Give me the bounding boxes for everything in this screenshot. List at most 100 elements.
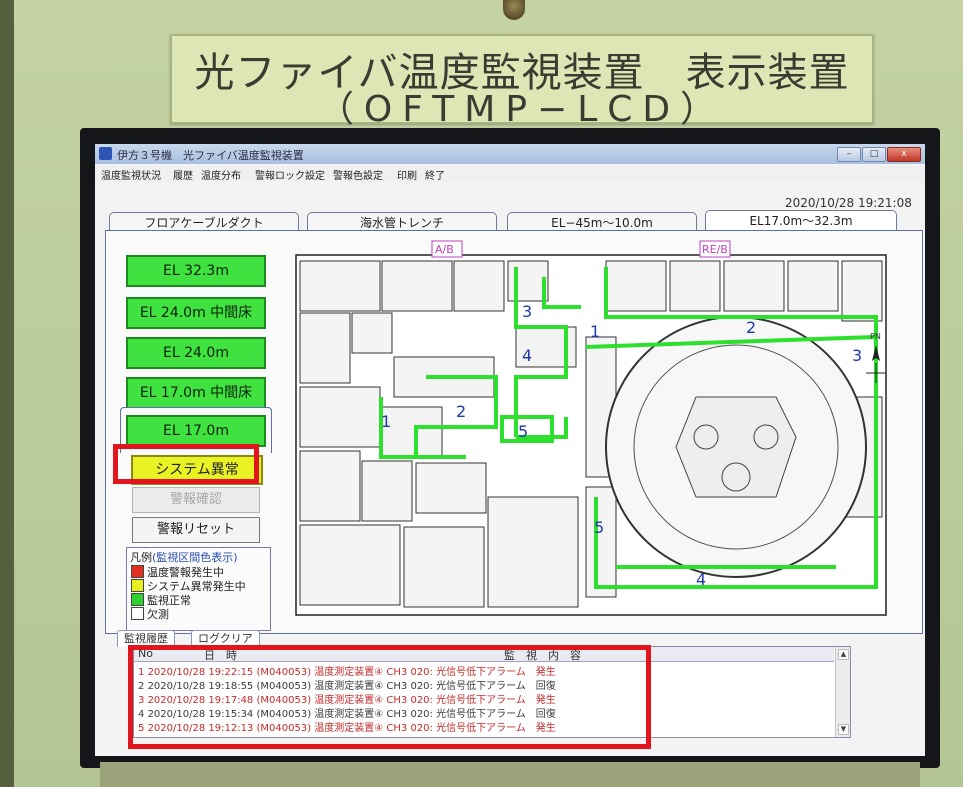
reb-label-box xyxy=(699,240,731,258)
tab-el-17-32[interactable]: EL17.0m〜32.3m xyxy=(705,210,897,233)
alarm-reset-button[interactable]: 警報リセット xyxy=(132,517,260,543)
log-row-content: (M040053) 温度測定装置④ CH3 020: 光信号低下アラーム 発生 xyxy=(256,695,556,706)
level-button-el-17[interactable]: EL 17.0m xyxy=(126,415,266,447)
scroll-down-icon[interactable]: ▼ xyxy=(838,724,849,735)
level-button-el-24[interactable]: EL 24.0m xyxy=(126,337,266,369)
monitor-history-log[interactable]: No 日 時 監 視 内 容 1 2020/10/28 19:22:15 (M0… xyxy=(133,646,851,738)
legend-swatch-green xyxy=(131,593,144,606)
menu-exit[interactable]: 終了 xyxy=(425,171,445,182)
log-row[interactable]: 1 2020/10/28 19:22:15 (M040053) 温度測定装置④ … xyxy=(138,663,556,678)
reb-section-1: 1 xyxy=(590,322,600,341)
log-row-datetime: 2020/10/28 19:22:15 xyxy=(147,667,254,678)
name-plate-line2: （OFTMP−LCD） xyxy=(317,89,727,130)
log-scrollbar[interactable]: ▲ ▼ xyxy=(835,647,850,737)
scroll-up-icon[interactable]: ▲ xyxy=(838,649,849,660)
log-row-content: (M040053) 温度測定装置④ CH3 020: 光信号低下アラーム 発生 xyxy=(256,723,556,734)
alarm-ack-button[interactable]: 警報確認 xyxy=(132,487,260,513)
menu-history[interactable]: 履歴 xyxy=(173,171,193,182)
log-row-no: 5 xyxy=(138,723,145,734)
wall-edge xyxy=(0,0,14,787)
tab-log-clear[interactable]: ログクリア xyxy=(191,630,260,647)
maximize-button[interactable]: □ xyxy=(862,147,886,162)
level-button-el-24-mezz[interactable]: EL 24.0m 中間床 xyxy=(126,297,266,329)
menu-alarm-color[interactable]: 警報色設定 xyxy=(333,171,383,182)
legend-swatch-yellow xyxy=(131,579,144,592)
minimize-button[interactable]: – xyxy=(837,147,861,162)
log-row-datetime: 2020/10/28 19:12:13 xyxy=(147,723,254,734)
compass-cross-icon xyxy=(866,363,886,383)
log-col-datetime: 日 時 xyxy=(204,649,237,662)
tab-seawater-trench[interactable]: 海水管トレンチ xyxy=(307,212,497,233)
ab-section-5: 5 xyxy=(518,422,528,441)
legend-swatch-red xyxy=(131,565,144,578)
steam-generator-b xyxy=(753,424,779,450)
log-col-content: 監 視 内 容 xyxy=(504,649,581,662)
log-row-no: 2 xyxy=(138,681,145,692)
log-row[interactable]: 5 2020/10/28 19:12:13 (M040053) 温度測定装置④ … xyxy=(138,719,556,734)
log-row[interactable]: 2 2020/10/28 19:18:55 (M040053) 温度測定装置④ … xyxy=(138,677,556,692)
reb-section-3: 3 xyxy=(852,346,862,365)
log-row-content: (M040053) 温度測定装置④ CH3 020: 光信号低下アラーム 回復 xyxy=(256,709,556,720)
log-row[interactable]: 4 2020/10/28 19:15:34 (M040053) 温度測定装置④ … xyxy=(138,705,556,720)
log-row-no: 4 xyxy=(138,709,145,720)
floor-map[interactable]: 1 2 3 4 5 1 2 3 4 5 A/B RE/B PN xyxy=(286,237,925,627)
monitor-stand xyxy=(100,762,920,787)
menu-alarm-lock[interactable]: 警報ロック設定 xyxy=(255,171,325,182)
current-datetime: 2020/10/28 19:21:08 xyxy=(785,196,912,210)
ceiling-fixture xyxy=(503,0,525,20)
legend-label-system-error: システム異常発生中 xyxy=(147,580,246,593)
floor-panel: EL 32.3m EL 24.0m 中間床 EL 24.0m EL 17.0m … xyxy=(105,230,923,634)
legend-item-temp-alarm: 温度警報発生中 xyxy=(131,564,224,579)
log-row-content: (M040053) 温度測定装置④ CH3 020: 光信号低下アラーム 発生 xyxy=(256,667,556,678)
legend-label-temp-alarm: 温度警報発生中 xyxy=(147,566,224,579)
window-title: 伊方３号機 光ファイバ温度監視装置 xyxy=(117,149,304,162)
system-error-highlight xyxy=(113,444,259,484)
legend-label-missing: 欠測 xyxy=(147,608,169,621)
ab-section-1: 1 xyxy=(381,412,391,431)
ab-label: A/B xyxy=(435,243,454,256)
ab-label-box xyxy=(431,240,463,258)
level-button-el-32-3[interactable]: EL 32.3m xyxy=(126,255,266,287)
legend-swatch-white xyxy=(131,607,144,620)
reb-label: RE/B xyxy=(702,243,728,256)
tab-floor-cable-duct[interactable]: フロアケーブルダクト xyxy=(109,212,299,233)
reactor-core-area xyxy=(675,396,797,498)
reb-section-5: 5 xyxy=(594,518,604,537)
legend-title: 凡例 xyxy=(130,551,152,564)
menu-temp-distribution[interactable]: 温度分布 xyxy=(201,171,241,182)
ab-section-3: 3 xyxy=(522,302,532,321)
log-header: No 日 時 監 視 内 容 xyxy=(134,647,834,662)
monitor-screen: 伊方３号機 光ファイバ温度監視装置 – □ x 温度監視状況 履歴 温度分布 警… xyxy=(95,144,925,756)
ab-rooms xyxy=(299,260,579,608)
menu-monitoring-status[interactable]: 温度監視状況 xyxy=(101,171,161,182)
level-button-el-17-mezz[interactable]: EL 17.0m 中間床 xyxy=(126,377,266,409)
log-row-no: 3 xyxy=(138,695,145,706)
section-numbers: 1 2 3 4 5 1 2 3 4 5 xyxy=(381,302,862,589)
compass-label: PN xyxy=(870,332,881,341)
tab-el-minus45[interactable]: EL−45m〜10.0m xyxy=(507,212,697,233)
floor-plan-svg: 1 2 3 4 5 1 2 3 4 5 A/B RE/B PN xyxy=(295,240,887,616)
app-icon xyxy=(99,147,112,160)
log-row-no: 1 xyxy=(138,667,145,678)
steam-generator-a xyxy=(693,424,719,450)
name-plate: 光ファイバ温度監視装置 表示装置 （OFTMP−LCD） xyxy=(170,34,874,130)
legend-label-normal: 監視正常 xyxy=(147,594,191,607)
reactor-vessel xyxy=(721,462,751,492)
close-button[interactable]: x xyxy=(887,147,921,162)
menu-bar: 温度監視状況 履歴 温度分布 警報ロック設定 警報色設定 印刷 終了 xyxy=(95,166,925,182)
legend-box: 凡例(監視区間色表示) 温度警報発生中 システム異常発生中 監視正常 欠測 xyxy=(126,547,271,631)
reb-section-2: 2 xyxy=(746,318,756,337)
log-row-datetime: 2020/10/28 19:17:48 xyxy=(147,695,254,706)
log-row[interactable]: 3 2020/10/28 19:17:48 (M040053) 温度測定装置④ … xyxy=(138,691,556,706)
tab-monitor-history[interactable]: 監視履歴 xyxy=(117,630,175,647)
north-arrow-icon xyxy=(872,345,880,361)
log-row-content: (M040053) 温度測定装置④ CH3 020: 光信号低下アラーム 回復 xyxy=(256,681,556,692)
log-row-datetime: 2020/10/28 19:18:55 xyxy=(147,681,254,692)
log-col-no: No xyxy=(138,647,153,660)
reb-section-4: 4 xyxy=(696,570,706,589)
containment-inner-ring xyxy=(633,344,839,550)
menu-print[interactable]: 印刷 xyxy=(397,171,417,182)
log-row-datetime: 2020/10/28 19:15:34 xyxy=(147,709,254,720)
legend-item-system-error: システム異常発生中 xyxy=(131,578,246,593)
cable-routes xyxy=(379,267,878,589)
